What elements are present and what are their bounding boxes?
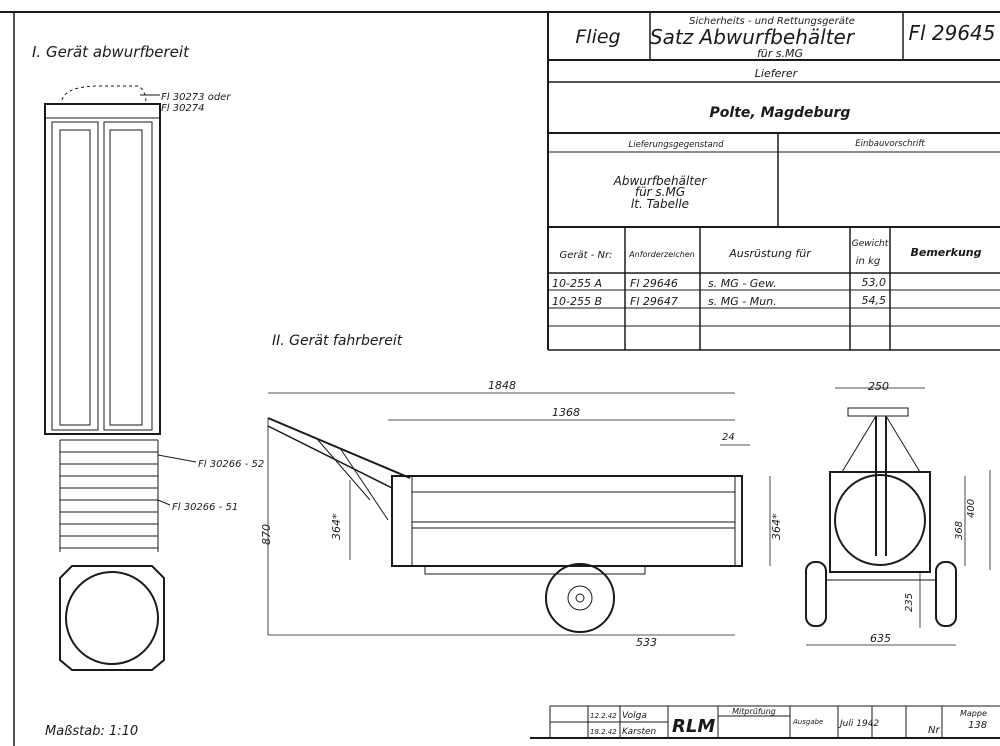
cell-gewicht: 54,5 [862,294,887,307]
parts-table-header: Gerät - Nr: Anforderzeichen Ausrüstung f… [560,239,982,267]
footer-name-2: Karsten [622,727,657,737]
mappe-label: Mappe [960,709,987,718]
dim-235: 235 [904,593,915,612]
drawing-number: Fl 29645 [908,21,995,45]
mappe-number: 138 [968,720,987,731]
item-line-2: für s.MG [635,185,685,199]
view2-title: II. Gerät fahrbereit [272,333,403,349]
cell-gewicht: 53,0 [862,276,887,289]
dept-label: Flieg [575,26,620,48]
scale-label: Maßstab: 1:10 [45,724,138,739]
item-label: Lieferungsgegenstand [628,140,724,150]
col-header-geraet: Gerät - Nr: [560,250,613,261]
table-row: 10-255 B Fl 29647 s. MG - Mun. 54,5 [552,294,886,308]
cell-geraet: 10-255 B [552,295,602,308]
col-header-anforderzeichen: Anforderzeichen [628,250,695,259]
dim-track: 635 [870,632,891,645]
dim-height: 870 [260,524,273,545]
supplier-name: Polte, Magdeburg [710,105,851,121]
callout-lid-1: Fl 30273 oder [161,92,231,103]
category: Sicherheits - und Rettungsgeräte [689,16,855,27]
dim-400: 400 [966,499,977,518]
item-line-3: lt. Tabelle [631,197,689,211]
cell-anforderzeichen: Fl 29647 [630,295,678,308]
footer-block [549,705,1000,738]
cell-ausruestung: s. MG - Gew. [708,277,777,290]
nr-label: Nr [928,725,940,736]
col-header-kg: in kg [856,256,880,267]
callout-lid-2: Fl 30274 [161,103,205,114]
drawing-title: Satz Abwurfbehälter [650,25,856,49]
ausgabe-label: Ausgabe [792,718,823,726]
dim-364-left: 364* [330,513,343,540]
drawing-subtitle: für s.MG [757,47,803,60]
item-line-1: Abwurfbehälter [613,174,708,188]
footer-date-1: 12.2.42 [590,712,617,720]
cell-geraet: 10-255 A [552,277,602,290]
col-header-ausruestung: Ausrüstung für [728,247,812,260]
dim-wheel-offset: 533 [636,636,657,649]
container-upright-drawing [44,85,197,671]
dimension-lines [267,387,991,646]
cart-side-view [267,417,743,633]
supplier-label: Lieferer [755,67,799,80]
cart-front-view [805,407,957,627]
footer-date-2: 18.2.42 [590,728,617,736]
cell-ausruestung: s. MG - Mun. [708,295,777,308]
dim-width-top: 250 [868,380,889,393]
cell-anforderzeichen: Fl 29646 [630,277,678,290]
ausgabe-date: Juli 1942 [838,719,879,729]
view1-title: I. Gerät abwurfbereit [32,43,190,61]
table-row: 10-255 A Fl 29646 s. MG - Gew. 53,0 [552,276,886,290]
dim-364-right: 364* [770,513,783,540]
mitpruefung-label: Mitprüfung [732,707,776,716]
callout-bellows-51: Fl 30266 - 51 [172,502,238,513]
col-header-bemerkung: Bemerkung [910,246,981,259]
title-block [547,12,1000,351]
callout-bellows-52: Fl 30266 - 52 [198,459,264,470]
rlm-label: RLM [672,716,715,737]
install-label: Einbauvorschrift [855,139,925,149]
dim-368: 368 [954,521,965,540]
dim-24: 24 [722,432,735,443]
dim-body-length: 1368 [552,406,580,419]
col-header-gewicht: Gewicht [852,239,889,249]
dim-overall-length: 1848 [488,379,516,392]
footer-name-1: Volga [622,711,647,721]
